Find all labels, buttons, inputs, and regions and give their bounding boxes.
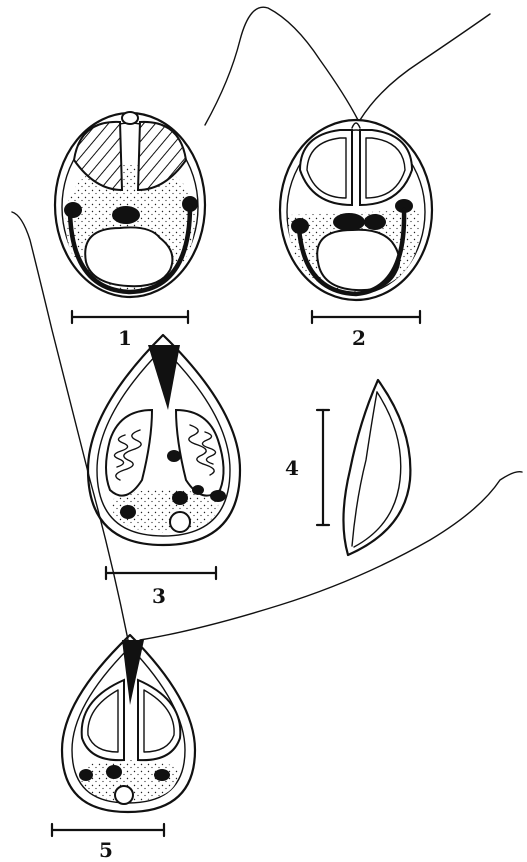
figure-label-2: 2 bbox=[352, 326, 366, 350]
scale-bar-5 bbox=[52, 824, 164, 836]
scale-bar-4 bbox=[317, 410, 329, 525]
figure-label-5: 5 bbox=[99, 838, 113, 862]
figure-label-1: 1 bbox=[118, 326, 132, 350]
figure-label-4: 4 bbox=[285, 456, 299, 480]
scale-bar-3 bbox=[106, 567, 216, 579]
scale-bar-2 bbox=[312, 311, 420, 323]
polar-filament-2 bbox=[205, 7, 358, 125]
scale-bar-1 bbox=[72, 311, 188, 323]
spore-figure-1 bbox=[55, 112, 205, 297]
spore-figure-5 bbox=[62, 635, 195, 812]
spore-figure-3 bbox=[88, 335, 240, 545]
spore-figure-4 bbox=[343, 380, 410, 555]
polar-filament-2b bbox=[360, 14, 490, 120]
figure-label-3: 3 bbox=[152, 584, 166, 608]
spore-figure-2 bbox=[280, 120, 432, 300]
